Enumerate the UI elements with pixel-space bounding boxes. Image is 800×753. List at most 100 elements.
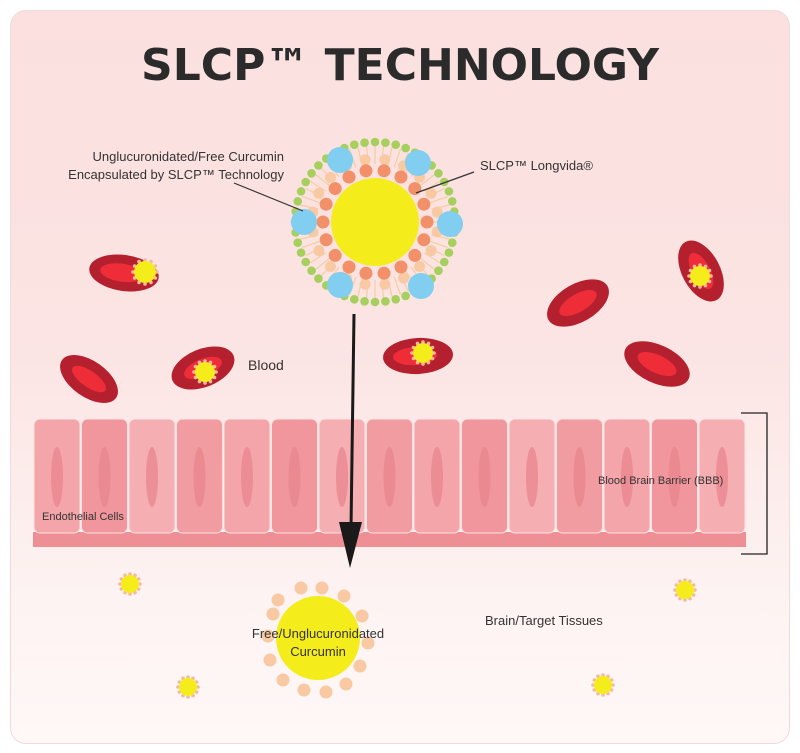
blue-sphere <box>327 272 353 298</box>
lipid-tail <box>309 252 327 264</box>
endothelial-cell <box>698 418 746 534</box>
lipid-tail <box>302 196 321 204</box>
small-curcumin-particle <box>176 675 200 699</box>
particle-core <box>413 343 433 363</box>
particle-dot <box>143 258 147 262</box>
endothelial-cell <box>128 418 176 534</box>
blue-spheres <box>291 147 463 299</box>
peach-sphere <box>414 261 426 273</box>
blue-sphere <box>408 273 434 299</box>
particle-core <box>690 266 710 286</box>
lipid-head <box>391 140 401 150</box>
peach-sphere <box>294 581 308 595</box>
endothelial-cell <box>603 418 651 534</box>
lipid-head <box>349 140 359 150</box>
lipid-tail <box>302 240 321 248</box>
slcp-particle <box>290 137 463 307</box>
diagram-title: SLCP™ TECHNOLOGY <box>141 40 660 91</box>
cell-nucleus <box>51 447 63 507</box>
peach-sphere <box>313 245 325 257</box>
peach-sphere <box>261 629 275 643</box>
brain-tissue-label: Brain/Target Tissues <box>485 613 603 628</box>
endothelial-cell <box>413 418 461 534</box>
lipid-head <box>370 297 380 307</box>
peach-sphere <box>271 593 285 607</box>
orange-spheres <box>316 164 434 280</box>
transport-arrow-head <box>339 522 362 568</box>
orange-sphere <box>319 233 333 247</box>
particle-core <box>195 362 215 382</box>
lipid-head <box>307 266 316 276</box>
transport-arrow-line <box>349 313 356 529</box>
peach-sphere <box>319 685 333 699</box>
cell-nucleus <box>288 447 301 507</box>
lipid-head <box>360 138 369 147</box>
peach-sphere <box>359 278 371 290</box>
lipid-head <box>401 143 410 153</box>
particle-dot <box>709 274 713 278</box>
lipid-head <box>307 168 316 178</box>
endothelial-cell <box>556 418 603 534</box>
particle-dot <box>591 683 595 687</box>
lipid-head <box>301 177 311 187</box>
cell-nucleus <box>336 447 348 507</box>
particle-dot <box>196 685 200 689</box>
particle-dot <box>155 270 159 274</box>
particle-dot <box>601 673 605 677</box>
lipid-head <box>434 168 443 178</box>
free-curcumin-peach-spheres <box>261 581 375 699</box>
peach-sphere <box>266 607 280 621</box>
lipid-head <box>447 238 457 248</box>
blood-cell <box>624 341 690 387</box>
orange-sphere <box>420 215 434 229</box>
orange-sphere <box>408 182 422 196</box>
particle-core <box>179 678 197 696</box>
endothelial-cells <box>33 418 746 534</box>
particle-dot <box>214 370 218 374</box>
peach-sphere <box>379 154 391 166</box>
peach-sphere <box>337 589 351 603</box>
particle-dot <box>176 685 180 689</box>
cell-nucleus <box>431 447 443 507</box>
lipid-head <box>314 274 323 283</box>
orange-sphere <box>328 248 342 262</box>
peach-sphere <box>263 653 277 667</box>
free-curcumin-label-line1: Free/Unglucuronidated <box>252 626 384 641</box>
peach-sphere <box>313 187 325 199</box>
endothelial-cell <box>223 418 271 534</box>
particle-dot <box>421 362 425 366</box>
endothelial-cell <box>33 418 81 534</box>
lipid-tail <box>419 173 436 187</box>
small-curcumin-particle <box>673 578 697 602</box>
small-curcumin-particle <box>131 258 159 286</box>
lipid-tail <box>309 180 327 192</box>
lipid-head <box>296 248 306 257</box>
particle-dot <box>128 592 132 596</box>
lipid-head <box>401 291 410 301</box>
small-curcumin-particle <box>192 359 218 385</box>
orange-sphere <box>359 164 373 178</box>
small-curcumin-particle <box>118 572 142 596</box>
peach-sphere <box>339 677 353 691</box>
small-curcumin-particle <box>687 263 713 289</box>
particle-dot <box>186 675 190 679</box>
endothelial-cell <box>508 418 556 534</box>
cell-nucleus <box>621 447 633 507</box>
blue-sphere <box>437 211 463 237</box>
particle-dot <box>203 381 207 385</box>
particle-dot <box>611 683 615 687</box>
orange-sphere <box>377 164 391 178</box>
particle-dot <box>203 359 207 363</box>
cell-nucleus <box>716 447 728 507</box>
particle-dot <box>601 693 605 697</box>
small-curcumin-particle <box>410 340 436 366</box>
lipid-head <box>301 257 311 267</box>
lipid-tail <box>314 173 331 187</box>
particle-dot <box>432 351 436 355</box>
peach-sphere <box>398 272 410 284</box>
orange-sphere <box>342 260 356 274</box>
peach-sphere <box>361 636 375 650</box>
peach-sphere <box>315 581 329 595</box>
particle-dot <box>118 582 122 586</box>
